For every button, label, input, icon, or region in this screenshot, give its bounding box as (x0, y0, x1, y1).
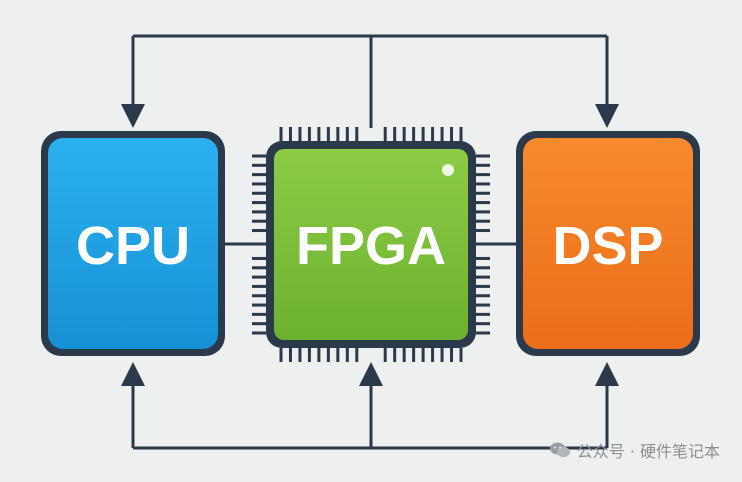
fpga-bottom-pin (440, 348, 444, 362)
fpga-top-pin (383, 127, 387, 141)
fpga-right-pin (476, 182, 490, 186)
arrow-down-to-cpu (121, 104, 145, 128)
fpga-left-pin (252, 210, 266, 214)
top-bus (131, 34, 609, 128)
fpga-bottom-pin (345, 348, 349, 362)
fpga-block-fill (274, 149, 468, 340)
fpga-right-pin (476, 154, 490, 158)
fpga-block: FPGA (266, 141, 476, 348)
fpga-left-pin (252, 154, 266, 158)
fpga-bottom-pin (402, 348, 406, 362)
fpga-left-pin (252, 303, 266, 307)
arrow-up-to-fpga (359, 362, 383, 386)
fpga-bottom-pin (317, 348, 321, 362)
fpga-bottom-pin (288, 348, 292, 362)
fpga-right-pin (476, 229, 490, 233)
fpga-right-pin (476, 303, 490, 307)
wechat-icon (549, 442, 570, 458)
watermark-text: 公众号 · 硬件笔记本 (576, 442, 720, 461)
fpga-bottom-pin (450, 348, 454, 362)
fpga-right-pin (476, 173, 490, 177)
fpga-right-pin (476, 294, 490, 298)
bottom-bus (131, 378, 609, 450)
fpga-top-pin (317, 127, 321, 141)
arrow-down-to-dsp (595, 104, 619, 128)
fpga-left-pin (252, 331, 266, 335)
fpga-bottom-pin (431, 348, 435, 362)
fpga-bottom-pin (355, 348, 359, 362)
arrow-up-to-dsp (595, 362, 619, 386)
fpga-top-pin (393, 127, 397, 141)
fpga-right-pin (476, 266, 490, 270)
fpga-left-pin (252, 294, 266, 298)
fpga-right-pin (476, 331, 490, 335)
fpga-bottom-pin (383, 348, 387, 362)
fpga-top-pin (288, 127, 292, 141)
watermark: 公众号 · 硬件笔记本 (549, 438, 720, 462)
fpga-right-pin (476, 312, 490, 316)
fpga-bottom-pin (412, 348, 416, 362)
fpga-left-pin (252, 182, 266, 186)
fpga-left-pin (252, 284, 266, 288)
fpga-right-pin (476, 219, 490, 223)
dsp-block: DSP (516, 131, 700, 356)
fpga-bottom-pin (326, 348, 330, 362)
fpga-right-pin (476, 210, 490, 214)
fpga-left-pin (252, 173, 266, 177)
fpga-top-pin (402, 127, 406, 141)
fpga-left-pin (252, 229, 266, 233)
fpga-top-pin (412, 127, 416, 141)
fpga-bottom-pin (279, 348, 283, 362)
fpga-right-pin (476, 201, 490, 205)
dsp-block-fill (523, 138, 693, 349)
fpga-right-pin (476, 322, 490, 326)
fpga-right-pin (476, 256, 490, 260)
fpga-left-pin (252, 266, 266, 270)
cpu-block-fill (48, 138, 218, 349)
fpga-top-pin (431, 127, 435, 141)
fpga-left-pin (252, 256, 266, 260)
fpga-top-pin (450, 127, 454, 141)
fpga-left-pin (252, 219, 266, 223)
fpga-pin1-dot (442, 164, 454, 176)
fpga-top-pin (355, 127, 359, 141)
fpga-top-pin (298, 127, 302, 141)
fpga-right-pin (476, 163, 490, 167)
fpga-left-pin (252, 312, 266, 316)
fpga-top-pin (459, 127, 463, 141)
fpga-bottom-pin (298, 348, 302, 362)
fpga-left-pin (252, 163, 266, 167)
fpga-bottom-pin (307, 348, 311, 362)
fpga-right-pin (476, 191, 490, 195)
cpu-label: CPU (76, 216, 190, 276)
fpga-top-pin (421, 127, 425, 141)
fpga-bottom-pin (393, 348, 397, 362)
fpga-top-pin (345, 127, 349, 141)
fpga-top-pin (279, 127, 283, 141)
arrow-up-to-cpu (121, 362, 145, 386)
fpga-bottom-pin (459, 348, 463, 362)
fpga-bottom-pin (336, 348, 340, 362)
fpga-bottom-pin (421, 348, 425, 362)
fpga-left-pin (252, 322, 266, 326)
fpga-right-pin (476, 275, 490, 279)
fpga-top-pin (307, 127, 311, 141)
fpga-top-pin (440, 127, 444, 141)
fpga-left-pin (252, 275, 266, 279)
fpga-top-pin (326, 127, 330, 141)
fpga-chip-pins (252, 127, 490, 362)
fpga-label: FPGA (296, 216, 446, 276)
fpga-left-pin (252, 201, 266, 205)
cpu-block: CPU (41, 131, 225, 356)
fpga-left-pin (252, 191, 266, 195)
fpga-right-pin (476, 284, 490, 288)
dsp-label: DSP (552, 216, 663, 276)
fpga-top-pin (336, 127, 340, 141)
